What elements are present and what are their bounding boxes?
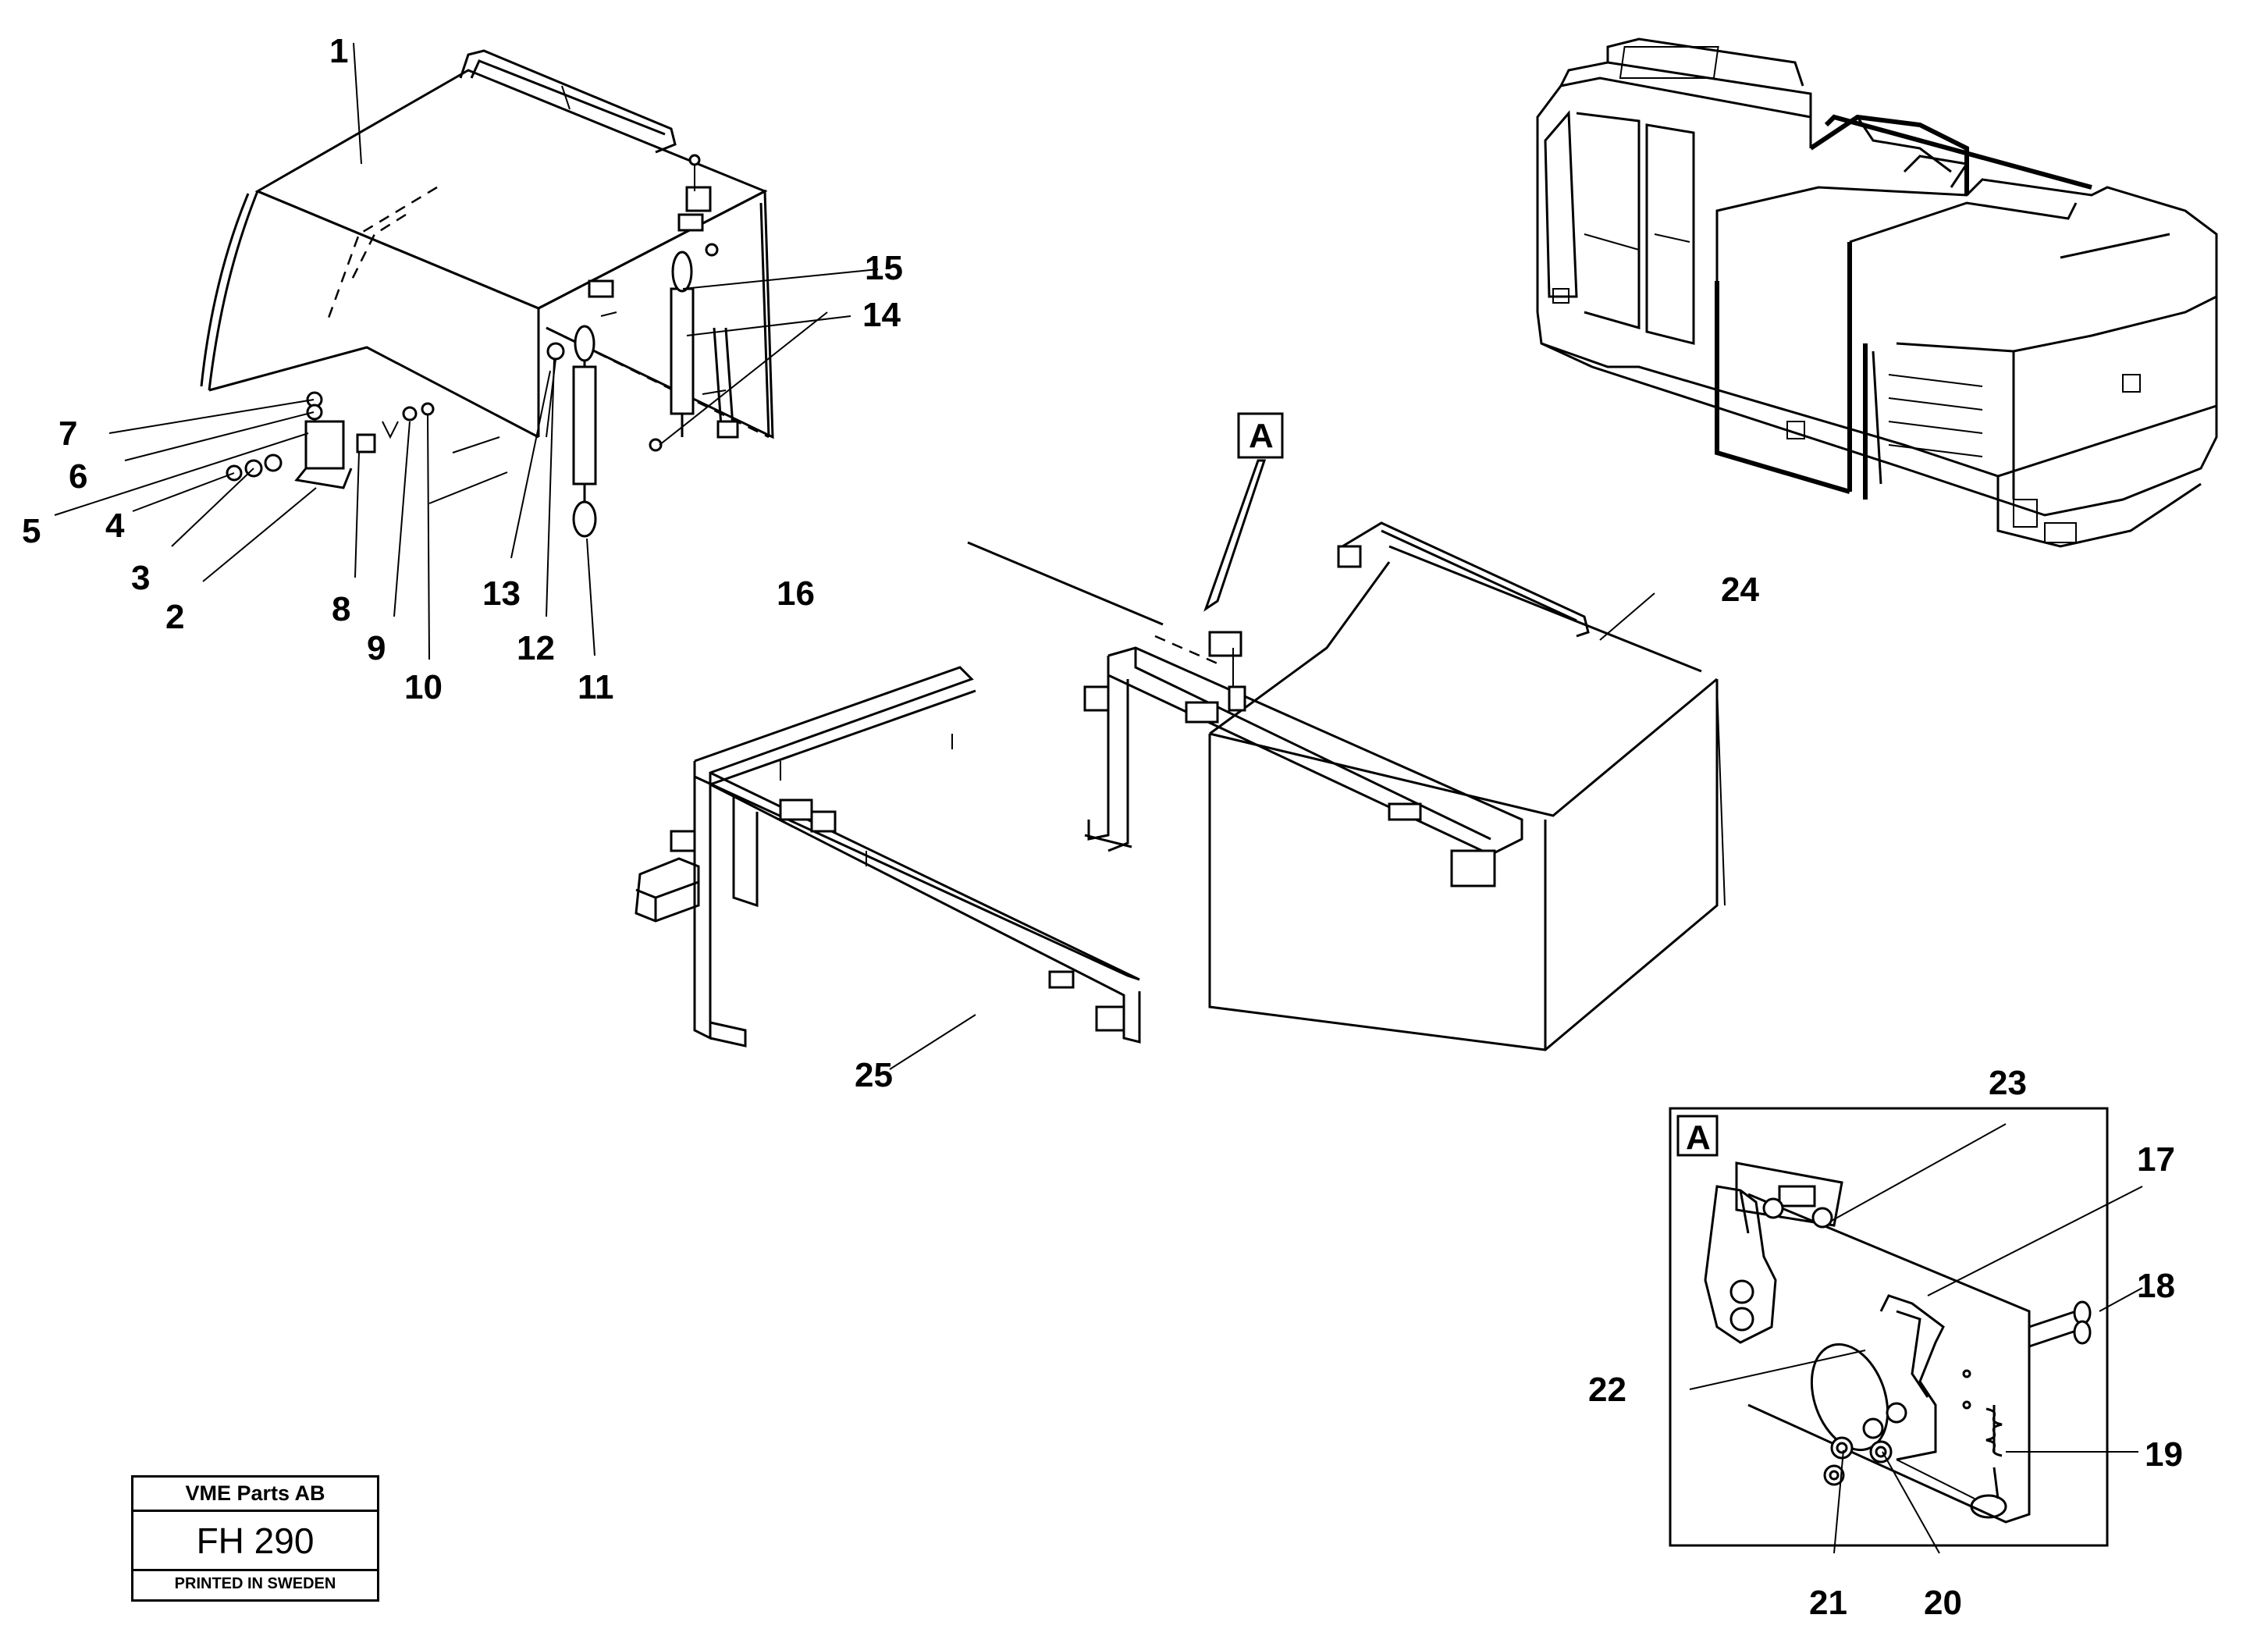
callout-13: 13 — [482, 574, 521, 613]
callout-25: 25 — [855, 1056, 893, 1094]
callout-21: 21 — [1809, 1584, 1847, 1622]
detail-marker-label: A — [1249, 417, 1274, 455]
callout-7: 7 — [59, 414, 77, 453]
engine-hood-assembly — [200, 49, 774, 538]
callout-2: 2 — [165, 598, 184, 636]
callout-24: 24 — [1721, 571, 1759, 609]
callout-8: 8 — [332, 590, 350, 628]
detail-leader-lines — [1689, 1123, 2143, 1554]
stamp-code: FH 290 — [133, 1512, 377, 1571]
callout-23: 23 — [1989, 1064, 2027, 1102]
frame-leader-lines — [889, 459, 1655, 1070]
callout-3: 3 — [131, 559, 150, 597]
callout-4: 4 — [105, 507, 125, 545]
title-stamp: VME Parts AB FH 290 PRINTED IN SWEDEN — [131, 1475, 379, 1602]
callout-18: 18 — [2137, 1267, 2175, 1305]
callout-14: 14 — [862, 296, 901, 334]
callout-10: 10 — [404, 668, 443, 706]
frame-and-hood-assembly — [635, 521, 1726, 1051]
callout-19: 19 — [2145, 1435, 2183, 1474]
stamp-printed: PRINTED IN SWEDEN — [174, 1575, 336, 1592]
detail-a-marker: A A — [1237, 412, 1711, 1157]
detail-inset-label: A — [1686, 1119, 1711, 1157]
callout-15: 15 — [865, 249, 903, 287]
callout-11: 11 — [578, 668, 614, 706]
detail-a-inset — [1669, 1107, 2109, 1547]
callout-9: 9 — [367, 629, 386, 667]
hood-leader-lines — [54, 42, 879, 660]
callout-17: 17 — [2137, 1140, 2175, 1179]
callout-labels: 1 2 3 4 5 6 7 8 9 10 11 12 13 14 15 16 1… — [22, 32, 2183, 1622]
callout-16: 16 — [777, 574, 815, 613]
callout-20: 20 — [1924, 1584, 1962, 1622]
callout-1: 1 — [329, 32, 348, 70]
callout-22: 22 — [1588, 1371, 1626, 1409]
callout-12: 12 — [517, 629, 555, 667]
excavator-overview-illustration — [1536, 37, 2218, 548]
stamp-company: VME Parts AB — [133, 1478, 377, 1512]
callout-6: 6 — [69, 457, 87, 496]
callout-5: 5 — [22, 512, 41, 550]
